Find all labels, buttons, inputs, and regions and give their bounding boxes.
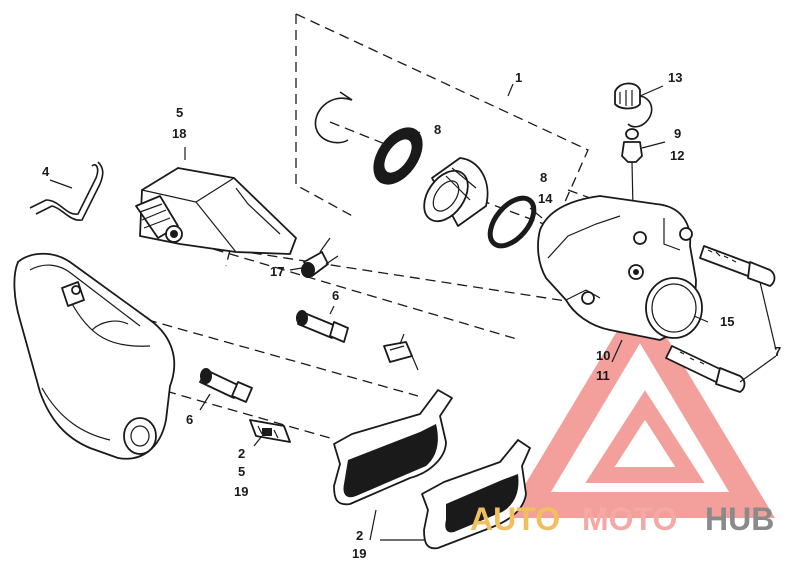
callout-10: 10	[596, 348, 610, 363]
brake-pad-front	[333, 389, 453, 506]
mounting-bolt-upper	[699, 245, 776, 287]
watermark-triangle-inner	[585, 390, 705, 483]
watermark-word-auto: AUTO	[470, 501, 560, 537]
watermark-word-hub: HUB	[705, 501, 774, 537]
callout-1: 1	[515, 70, 522, 85]
callout-9: 9	[674, 126, 681, 141]
callout-7: 7	[774, 344, 781, 359]
piston	[423, 157, 489, 227]
watermark-text: AUTO MOTO HUB	[470, 501, 774, 537]
callout-5b: 5	[238, 464, 245, 479]
watermark-logo	[505, 292, 775, 518]
callouts: 1 13 9 12 5 18 8 8 14 4 17 6 15 10 11 7 …	[42, 70, 781, 561]
watermark-triangle-outer	[505, 292, 775, 518]
bleeder-cap	[614, 82, 653, 128]
piston-seal-8	[373, 127, 423, 185]
leader-lines	[49, 83, 777, 541]
callout-5-top: 5	[176, 105, 183, 120]
callout-19a: 19	[234, 484, 248, 499]
mounting-plate	[13, 252, 176, 460]
callout-8b: 8	[540, 170, 547, 185]
callout-11: 11	[596, 368, 610, 383]
brake-pad-rear	[421, 439, 531, 550]
callout-6a: 6	[332, 288, 339, 303]
watermark-word-moto: MOTO	[582, 501, 677, 537]
caliper-housing-bracket	[135, 167, 297, 255]
pad-clip-left	[249, 419, 291, 443]
mounting-bolt-lower	[665, 345, 746, 393]
callout-6b: 6	[186, 412, 193, 427]
pad-clip-right	[383, 333, 419, 371]
callout-15: 15	[720, 314, 734, 329]
callout-19b: 19	[352, 546, 366, 561]
callout-8a: 8	[434, 122, 441, 137]
pin-bolt-lower	[199, 368, 253, 403]
callout-2a: 2	[238, 446, 245, 461]
callout-2b: 2	[356, 528, 363, 543]
spring-clip	[29, 161, 104, 221]
pin-17	[301, 237, 339, 278]
callout-17: 17	[270, 264, 284, 279]
callout-18: 18	[172, 126, 186, 141]
retaining-ring	[314, 91, 353, 144]
callout-12: 12	[670, 148, 684, 163]
pin-bolt-upper	[296, 310, 349, 343]
callout-4: 4	[42, 164, 50, 179]
caliper-body	[537, 195, 703, 341]
callout-13: 13	[668, 70, 682, 85]
callout-14: 14	[538, 191, 553, 206]
o-ring-8-14	[487, 195, 537, 249]
